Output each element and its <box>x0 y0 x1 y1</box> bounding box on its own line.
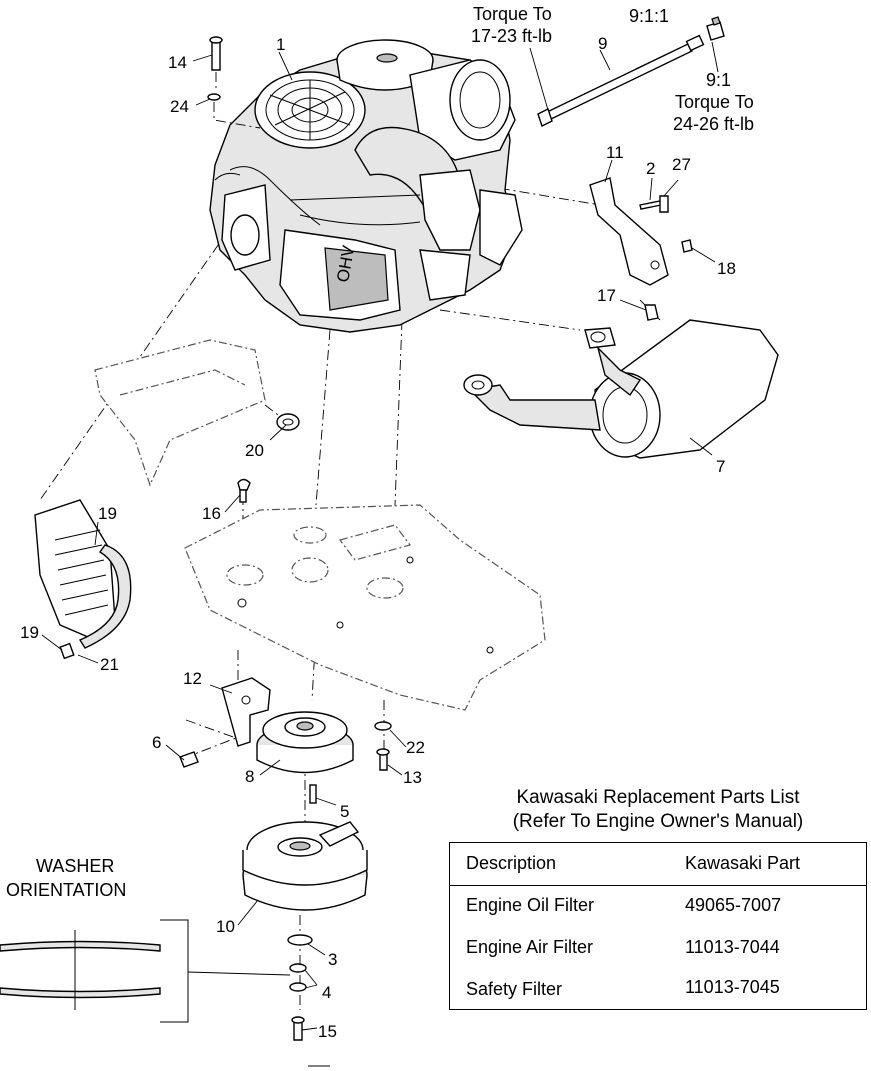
callout-5: 5 <box>340 802 349 821</box>
torque-note-top-line1: Torque To <box>473 4 552 24</box>
callout-21: 21 <box>100 655 119 674</box>
callout-9: 9 <box>598 34 607 53</box>
heat-shield <box>94 339 300 487</box>
callout-13: 13 <box>403 768 422 787</box>
callout-18: 18 <box>717 259 736 278</box>
callout-3: 3 <box>328 950 337 969</box>
parts-list-title: Kawasaki Replacement Parts List (Refer T… <box>449 786 867 834</box>
header-description: Description <box>466 853 557 873</box>
table-row: Safety Filter 11013-7045 <box>450 977 866 1020</box>
callout-7: 7 <box>716 457 725 476</box>
ratio-label-mid: 9:1 <box>706 70 731 90</box>
muffler-bracket <box>589 177 693 321</box>
table-row: Engine Air Filter 11013-7044 <box>450 936 866 978</box>
table-row: Engine Oil Filter 49065-7007 <box>450 893 866 935</box>
callout-11: 11 <box>606 143 624 162</box>
torque-note-right-line2: 24-26 ft-lb <box>673 114 754 134</box>
engine-assembly: OHV <box>209 39 523 333</box>
callout-15: 15 <box>318 1022 337 1041</box>
callout-10: 10 <box>216 917 235 936</box>
header-kawasaki-part: Kawasaki Part <box>685 853 801 873</box>
washer-orientation-line1: WASHER <box>36 856 114 876</box>
callout-2: 2 <box>646 159 655 178</box>
ratio-label-top: 9:1:1 <box>629 6 669 26</box>
parts-table-header: Description Kawasaki Part <box>450 843 866 886</box>
fuel-line-assembly <box>537 16 725 127</box>
row-description: Safety Filter <box>466 979 563 999</box>
row-description: Engine Oil Filter <box>466 895 595 915</box>
key <box>309 784 317 804</box>
callout-12: 12 <box>183 669 202 688</box>
callout-22: 22 <box>406 738 425 757</box>
callout-labels: 1 2 3 4 5 6 7 8 9 10 11 12 13 14 15 16 1… <box>20 34 736 1041</box>
callout-4: 4 <box>322 983 331 1002</box>
leader-lines <box>41 41 719 1031</box>
idler-bracket <box>179 677 271 768</box>
torque-note-top-line2: 17-23 ft-lb <box>471 26 552 46</box>
callout-6: 6 <box>152 733 161 752</box>
washer-orientation-illustration <box>0 919 291 1023</box>
callout-19-bottom: 19 <box>20 623 39 642</box>
callout-24: 24 <box>170 97 189 116</box>
parts-list-title-line1: Kawasaki Replacement Parts List <box>516 787 800 808</box>
muffler-assembly <box>463 319 779 459</box>
engine-deck-plate <box>184 478 546 711</box>
parts-list-title-line2: (Refer To Engine Owner's Manual) <box>512 811 804 832</box>
row-part-number: 11013-7045 <box>685 977 780 997</box>
bottom-hardware <box>287 721 392 1041</box>
callout-14: 14 <box>168 53 187 72</box>
washer-orientation-line2: ORIENTATION <box>6 880 126 900</box>
row-part-number: 11013-7044 <box>685 937 780 957</box>
callout-16: 16 <box>202 504 221 523</box>
top-left-hardware <box>207 36 261 129</box>
oil-cooler-assembly <box>34 499 132 660</box>
pulley <box>256 711 354 774</box>
callout-27: 27 <box>672 155 691 174</box>
callout-17: 17 <box>597 286 616 305</box>
row-description: Engine Air Filter <box>466 937 594 957</box>
torque-notes: Torque To 17-23 ft-lb 9:1:1 9:1 Torque T… <box>6 4 754 900</box>
torque-note-right-line1: Torque To <box>675 92 754 112</box>
parts-list-table: Description Kawasaki Part Engine Oil Fil… <box>449 842 867 1010</box>
electric-clutch <box>242 821 368 911</box>
callout-20: 20 <box>245 441 264 460</box>
callout-1: 1 <box>276 35 285 54</box>
row-part-number: 49065-7007 <box>685 895 782 915</box>
callout-19-top: 19 <box>98 504 117 523</box>
callout-8: 8 <box>245 767 254 786</box>
